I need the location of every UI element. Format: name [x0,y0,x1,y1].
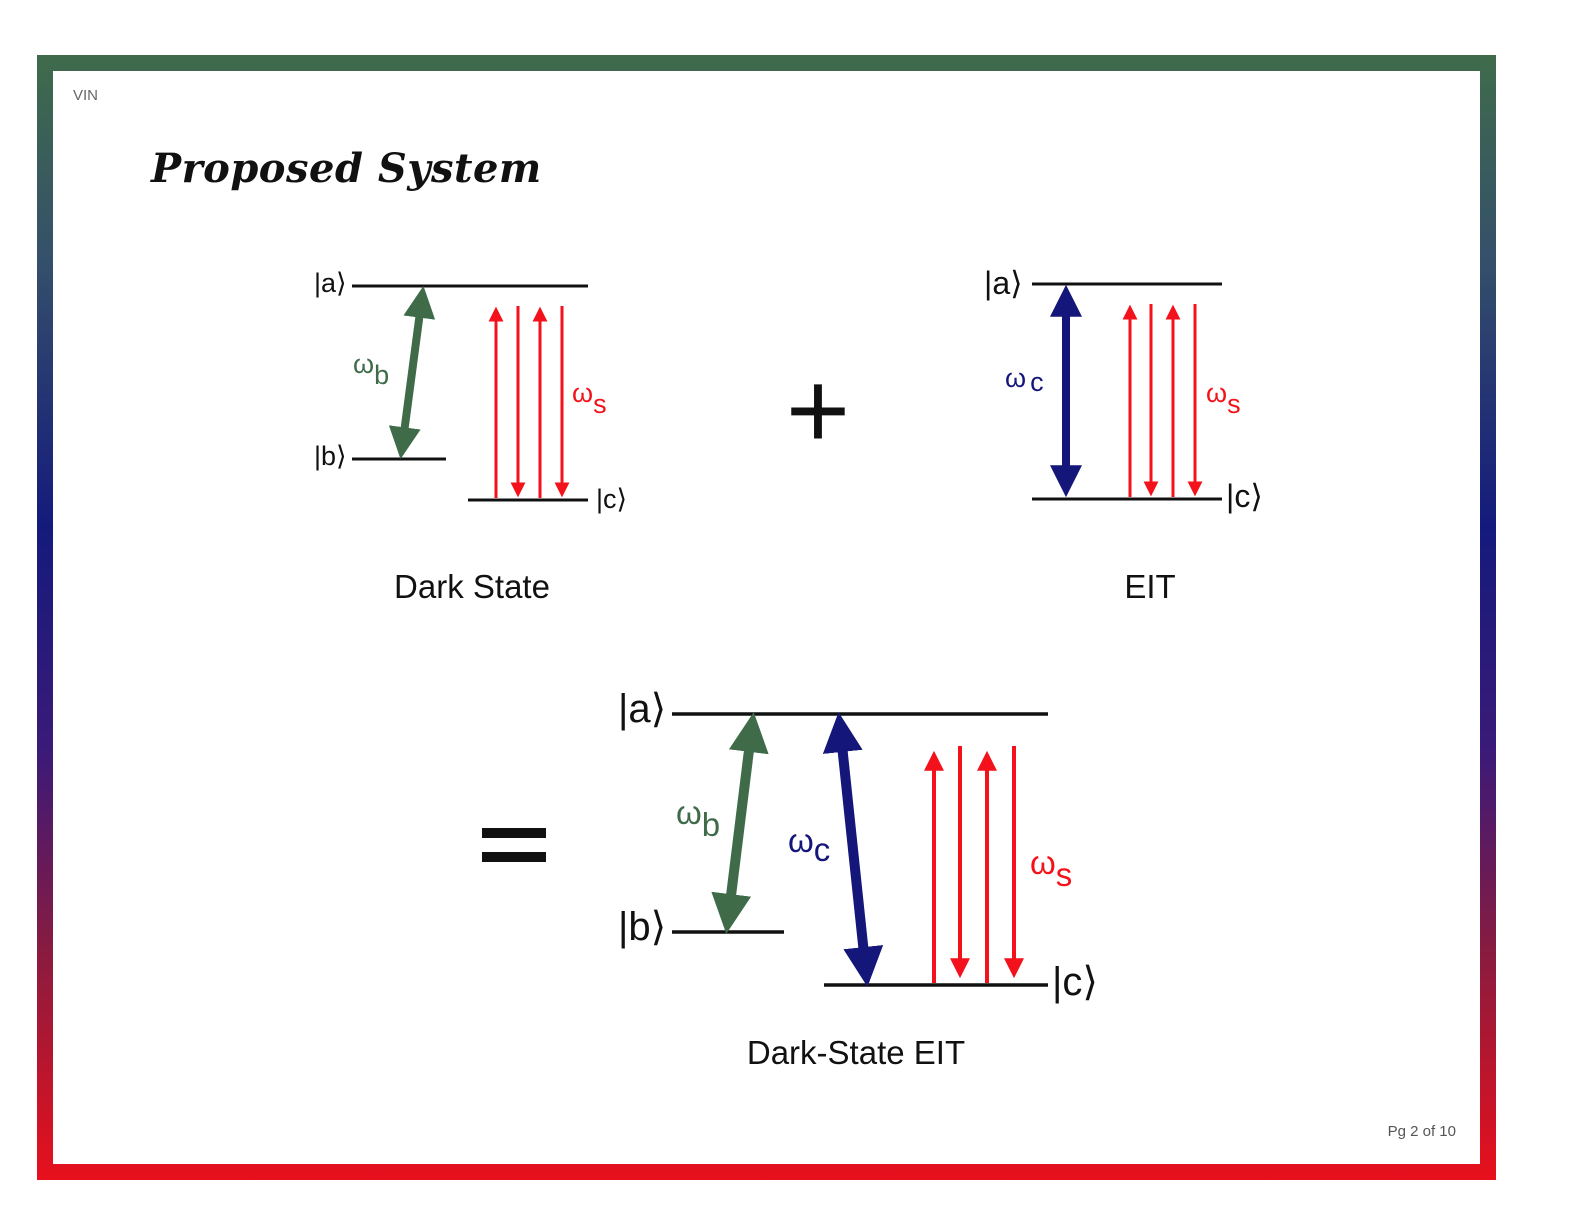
eit-caption: EIT [1124,568,1175,605]
omega-b-label: ωb [353,349,389,390]
omega-s-arrows [488,306,570,498]
state-b-label: |b⟩ [314,441,347,471]
slide-border: VIN Proposed System Pg 2 of 10 [37,55,1496,1180]
omega-s-label: ωs [1206,378,1241,419]
dark-state-eit-diagram: |a⟩ |b⟩ |c⟩ ωb ωc ωs Dark-State EIT [618,687,1098,1071]
dark-state-eit-caption: Dark-State EIT [747,1034,965,1071]
equals-sign [482,828,546,862]
state-c-label: |c⟩ [596,484,627,514]
state-a-label: |a⟩ [618,687,666,731]
omega-c-arrow [822,712,884,987]
page-number: Pg 2 of 10 [1387,1123,1456,1140]
page-title: Proposed System [151,145,542,192]
vin-label: VIN [73,87,99,104]
omega-b-arrow [388,285,436,460]
dark-state-caption: Dark State [394,568,550,605]
omega-b-arrow [711,712,769,934]
slide-body: VIN Proposed System Pg 2 of 10 [53,71,1480,1164]
omega-c-label: ωc [788,822,830,868]
state-a-label: |a⟩ [314,268,347,298]
omega-s-label: ωs [1030,844,1072,893]
state-a-label: |a⟩ [984,265,1023,301]
state-c-label: |c⟩ [1226,478,1263,514]
state-c-label: |c⟩ [1052,960,1098,1004]
omega-b-label: ωb [676,794,720,843]
plus-sign: + [786,349,850,472]
omega-s-arrows [1122,304,1203,497]
dark-state-diagram: |a⟩ |b⟩ |c⟩ ωb ωs Dark State [314,268,627,605]
state-b-label: |b⟩ [618,905,666,949]
omega-s-arrows [924,746,1024,983]
omega-s-label: ωs [572,378,607,419]
